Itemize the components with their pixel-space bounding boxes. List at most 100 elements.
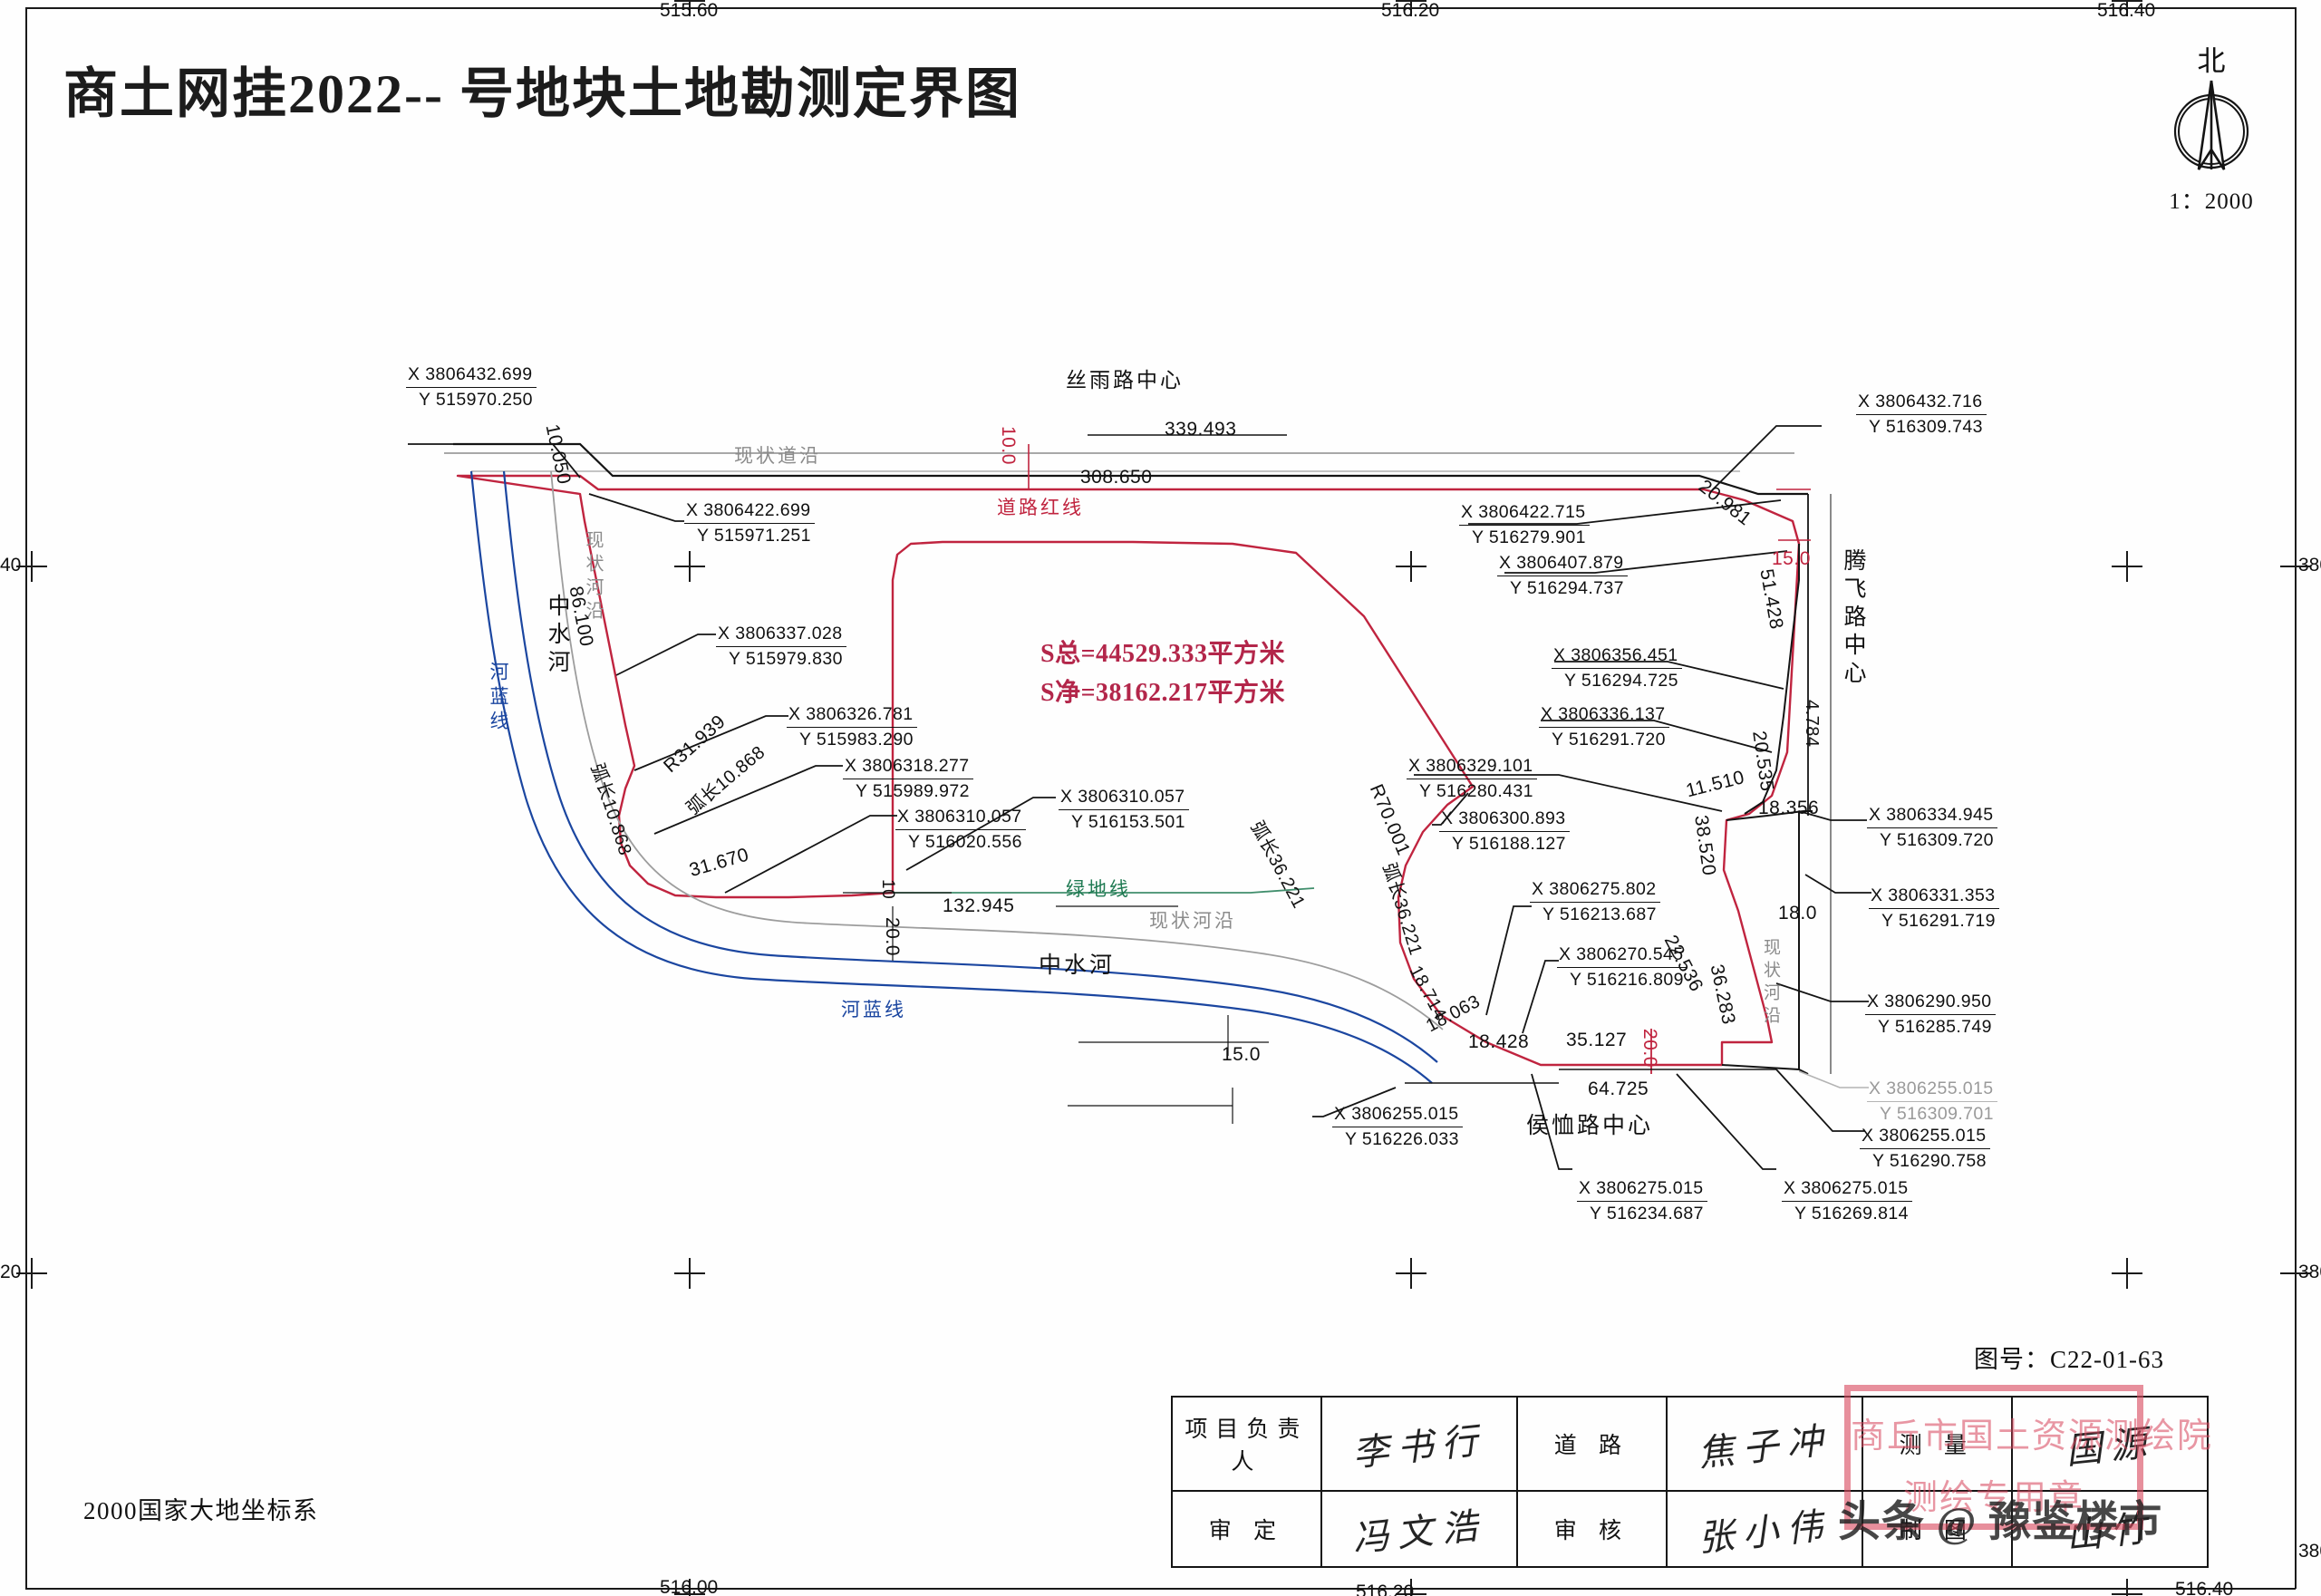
coord-point-p16: X 3806270.545 Y 516216.809 xyxy=(1557,943,1688,991)
coord-y: Y 515983.290 xyxy=(799,730,914,750)
coord-x: X 3806310.057 xyxy=(895,805,1026,831)
page-title: 商土网挂2022-- 号地块土地勘测定界图 xyxy=(63,64,1021,124)
grid-cross xyxy=(2112,551,2142,582)
label-road-houxu: 侯恤路中心 xyxy=(1526,1114,1654,1138)
coord-point-p18: X 3806331.353 Y 516291.719 xyxy=(1869,884,1999,933)
coord-x: X 3806422.715 xyxy=(1459,500,1590,527)
coord-x: X 3806255.015 xyxy=(1332,1102,1463,1128)
coord-x: X 3806329.101 xyxy=(1407,754,1537,780)
label-existing-road-edge: 现状道沿 xyxy=(734,445,821,467)
margin-tick-top-3: 516.40 xyxy=(2097,0,2156,21)
coord-x: X 3806356.451 xyxy=(1552,643,1682,670)
label-river-blue-line: 河蓝线 xyxy=(841,999,906,1020)
coord-y: Y 516269.814 xyxy=(1794,1204,1909,1224)
coord-x: X 3806407.879 xyxy=(1497,551,1628,577)
grid-cross xyxy=(1396,0,1426,16)
coord-y: Y 516291.719 xyxy=(1881,911,1996,932)
coord-x: X 3806255.015 xyxy=(1860,1124,1990,1150)
margin-tick-left-1: 40 xyxy=(0,555,22,576)
watermark-text: 头条 @ 豫鉴楼市 xyxy=(1838,1499,2163,1546)
grid-cross xyxy=(2280,551,2311,582)
label-road-siyu: 丝雨路中心 xyxy=(1066,369,1184,392)
compass-icon xyxy=(2173,80,2249,170)
drawing-number-value: C22-01-63 xyxy=(2050,1346,2164,1373)
label-road-red-line: 道路红线 xyxy=(997,497,1084,518)
scale-label: 1：2000 xyxy=(2169,189,2254,214)
grid-cross xyxy=(16,551,47,582)
grid-cross xyxy=(1396,1579,1426,1596)
coord-y: Y 515971.251 xyxy=(697,526,811,547)
coord-y: Y 516234.687 xyxy=(1590,1204,1704,1224)
coord-point-p22: X 3806255.015 Y 516226.033 xyxy=(1332,1102,1463,1151)
coord-point-p2: X 3806422.699 Y 515971.251 xyxy=(684,498,815,547)
dim-180-right: 18.0 xyxy=(1778,903,1817,924)
table-row: 项目负责人 李书行 道 路 焦子冲 测 量 国源 xyxy=(1171,1396,2210,1492)
dim-132945: 132.945 xyxy=(943,895,1015,916)
coord-point-p9: X 3806422.715 Y 516279.901 xyxy=(1459,500,1590,549)
coord-x: X 3806318.277 xyxy=(843,754,973,780)
coord-x: X 3806290.950 xyxy=(1865,990,1996,1016)
margin-tick-bottom-3: 516.40 xyxy=(2175,1579,2234,1596)
gross-area-label: S总=44529.333平方米 xyxy=(1040,640,1286,668)
coord-x: X 3806422.699 xyxy=(684,498,815,525)
coord-x: X 3806326.781 xyxy=(787,702,917,729)
dim-18356: 18.356 xyxy=(1758,798,1820,818)
coord-y: Y 516309.743 xyxy=(1869,417,1983,438)
cell-value-approval: 冯文浩 xyxy=(1320,1489,1518,1569)
coord-y: Y 516213.687 xyxy=(1542,904,1657,925)
cell-key-approval: 审 定 xyxy=(1171,1489,1322,1569)
margin-tick-bottom-2: 516.20 xyxy=(1356,1581,1415,1596)
coord-y: Y 515989.972 xyxy=(856,781,970,802)
dim-10-left: 10 xyxy=(878,879,897,900)
margin-tick-bottom-1: 516.00 xyxy=(660,1577,719,1596)
coord-point-p14: X 3806300.893 Y 516188.127 xyxy=(1439,807,1570,856)
coord-y: Y 516309.701 xyxy=(1880,1104,1994,1125)
drawing-number-label: 图号： xyxy=(1974,1346,2050,1373)
coord-y: Y 516290.758 xyxy=(1872,1151,1987,1172)
coord-y: Y 516309.720 xyxy=(1880,830,1994,851)
cell-key-review: 审 核 xyxy=(1515,1489,1668,1569)
cell-value-survey: 国源 xyxy=(2010,1396,2210,1492)
coord-x: X 3806270.545 xyxy=(1557,943,1688,969)
coord-point-p8: X 3806432.716 Y 516309.743 xyxy=(1856,390,1987,439)
signature-review: 张小伟 xyxy=(1696,1504,1833,1561)
cell-key-road: 道 路 xyxy=(1515,1396,1668,1492)
signature-approval: 冯文浩 xyxy=(1350,1504,1488,1561)
coord-point-p1: X 3806432.699 Y 515970.250 xyxy=(406,363,537,411)
coord-y: Y 516216.809 xyxy=(1570,970,1684,991)
dim-150-right: 15.0 xyxy=(1772,548,1811,569)
dim-4784: 4.784 xyxy=(1802,700,1822,748)
coord-y: Y 515979.830 xyxy=(729,649,843,670)
coord-x: X 3806337.028 xyxy=(716,622,846,648)
cell-value-project-lead: 李书行 xyxy=(1320,1396,1518,1492)
coord-x: X 3806334.945 xyxy=(1867,803,1997,829)
dim-35127: 35.127 xyxy=(1566,1030,1628,1050)
coord-point-p5: X 3806318.277 Y 515989.972 xyxy=(843,754,973,803)
grid-cross xyxy=(674,1258,705,1289)
label-existing-river-edge-1: 现状河沿 xyxy=(583,530,603,624)
frame-top xyxy=(25,7,2296,9)
coord-y: Y 516294.725 xyxy=(1564,671,1678,692)
label-river-blue-line-vert: 河蓝线 xyxy=(488,662,509,735)
grid-cross xyxy=(2280,1258,2311,1289)
coord-x: X 3806275.802 xyxy=(1530,877,1660,904)
signature-table: 项目负责人 李书行 道 路 焦子冲 测 量 国源 审 定 冯文浩 审 核 张小伟… xyxy=(1171,1396,2210,1569)
cell-value-review: 张小伟 xyxy=(1665,1489,1863,1569)
coord-point-p13: X 3806329.101 Y 516280.431 xyxy=(1407,754,1537,803)
north-arrow: 北 1：2000 xyxy=(2148,47,2275,216)
coord-x: X 3806310.057 xyxy=(1059,785,1189,811)
coord-point-p7: X 3806310.057 Y 516153.501 xyxy=(1059,785,1189,834)
frame-bottom xyxy=(25,1588,2296,1590)
label-existing-river-edge-2: 现状河沿 xyxy=(1149,910,1236,932)
coord-point-p17: X 3806334.945 Y 516309.720 xyxy=(1867,803,1997,852)
label-existing-river-edge-3: 现状河沿 xyxy=(1761,938,1780,1029)
coord-y: Y 516294.737 xyxy=(1510,578,1624,599)
dim-18428: 18.428 xyxy=(1468,1031,1530,1052)
signature-road: 焦子冲 xyxy=(1696,1419,1833,1475)
coord-x: X 3806275.015 xyxy=(1782,1176,1912,1203)
watermark: 头条 @ 豫鉴楼市 xyxy=(1838,1486,2162,1549)
coord-y: Y 516291.720 xyxy=(1552,730,1666,750)
coord-point-p6: X 3806310.057 Y 516020.556 xyxy=(895,805,1026,854)
dim-308: 308.650 xyxy=(1080,467,1153,488)
